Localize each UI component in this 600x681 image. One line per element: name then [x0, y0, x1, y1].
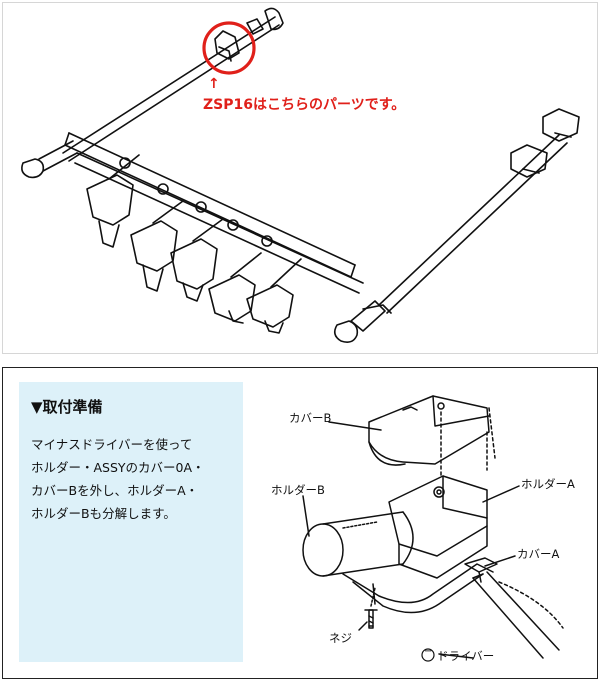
clip-holder-5 — [246, 258, 302, 334]
leader-holder-a — [482, 485, 520, 503]
instruction-panel: ▼取付準備 マイナスドライバーを使って ホルダー・ASSYのカバー0A・ カバー… — [2, 367, 598, 679]
right-rod-upper — [378, 134, 560, 306]
label-cover-b: カバーB — [289, 411, 332, 425]
clamp-detail — [218, 46, 232, 62]
screw-align-line — [370, 587, 376, 607]
callout-arrow: ↑ — [208, 76, 220, 92]
screw-part — [364, 609, 378, 629]
beam-knob-1 — [119, 157, 131, 169]
label-driver: ドライバー — [437, 649, 495, 663]
instruction-line-4: ホルダーBも分解します。 — [31, 506, 176, 521]
leader-screw — [358, 621, 368, 631]
lower-beam-bottom — [74, 162, 360, 294]
leader-holder-b — [302, 495, 310, 537]
driver-minus-circle — [421, 648, 435, 662]
highlight-circle — [202, 21, 256, 75]
left-end-cap — [21, 158, 45, 179]
top-rod-collar — [246, 18, 264, 35]
label-holder-a: ホルダーA — [521, 477, 575, 491]
right-rod-lower — [386, 142, 568, 314]
clip-holder-3 — [170, 218, 224, 302]
lower-beam-top — [76, 152, 364, 284]
cover-a-part — [464, 557, 498, 583]
main-beam-top — [68, 132, 356, 266]
left-arm-bottom — [42, 152, 78, 172]
beam-knob-2 — [157, 183, 169, 195]
instruction-line-1: マイナスドライバーを使って — [31, 437, 193, 452]
beam-knob-5 — [261, 235, 273, 247]
instruction-line-2: ホルダー・ASSYのカバー0A・ — [31, 460, 205, 475]
instruction-body: マイナスドライバーを使って ホルダー・ASSYのカバー0A・ カバーBを外し、ホ… — [31, 433, 233, 525]
right-clamp-mid — [510, 144, 548, 178]
top-rod-end-cap — [264, 7, 284, 31]
top-rod-upper-edge — [62, 16, 276, 154]
top-rod-lower-edge — [68, 24, 280, 162]
right-clamp-top-detail — [554, 132, 572, 138]
right-clamp-top — [542, 108, 580, 142]
label-holder-b: ホルダーB — [271, 483, 325, 497]
frame-assembly-drawing: ↑ ZSP16はこちらのパーツです。 — [2, 2, 598, 354]
align-line-3 — [488, 407, 496, 459]
callout-text: ZSP16はこちらのパーツです。 — [203, 97, 406, 113]
cover-b-part — [368, 395, 490, 466]
main-beam-end-left — [64, 132, 70, 146]
leader-cover-b — [328, 421, 382, 431]
clamp-part — [214, 30, 240, 60]
holder-a-part — [388, 475, 488, 579]
instruction-box: ▼取付準備 マイナスドライバーを使って ホルダー・ASSYのカバー0A・ カバー… — [19, 382, 243, 662]
label-driver-symbol: − — [424, 646, 433, 657]
leader-driver — [438, 653, 474, 659]
leader-cover-a — [484, 555, 516, 567]
instruction-title: ▼取付準備 — [31, 398, 103, 416]
label-cover-a: カバーA — [517, 547, 560, 561]
screwdriver-part — [472, 571, 564, 659]
exploded-view-svg — [302, 395, 564, 662]
bottom-joint — [362, 304, 392, 314]
clip-holder-2 — [130, 200, 184, 292]
left-arm-top — [38, 140, 74, 160]
label-screw: ネジ — [329, 631, 352, 645]
clip-holder-1 — [86, 154, 140, 248]
frame-assembly-svg — [21, 7, 580, 343]
holder-b-part — [302, 511, 414, 577]
main-beam-end-right — [350, 264, 356, 278]
instruction-line-3: カバーBを外し、ホルダーA・ — [31, 483, 199, 498]
right-clamp-mid-detail — [522, 168, 540, 174]
beam-knob-3 — [195, 201, 207, 213]
beam-knob-4 — [227, 219, 239, 231]
main-beam-bottom — [64, 144, 352, 278]
clip-holder-4 — [208, 252, 262, 324]
